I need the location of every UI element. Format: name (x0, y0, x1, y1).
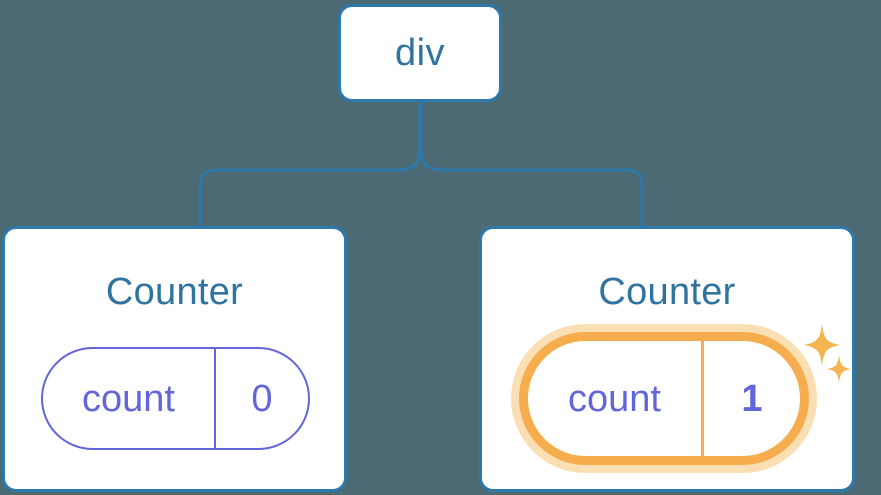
state-key-label: count (43, 349, 216, 448)
state-key-label: count (528, 341, 704, 456)
state-value-label: 1 (741, 377, 763, 420)
connector-right-branch (419, 100, 644, 230)
component-title: Counter (598, 271, 736, 313)
state-pill-count-left[interactable]: count 0 (41, 347, 310, 450)
connector-left-branch (198, 100, 422, 230)
node-root-div[interactable]: div (338, 4, 502, 102)
component-title: Counter (105, 271, 244, 313)
state-pill-count-right[interactable]: count 1 (519, 332, 809, 465)
state-value-label: 0 (251, 377, 273, 420)
node-root-label: div (394, 32, 446, 74)
